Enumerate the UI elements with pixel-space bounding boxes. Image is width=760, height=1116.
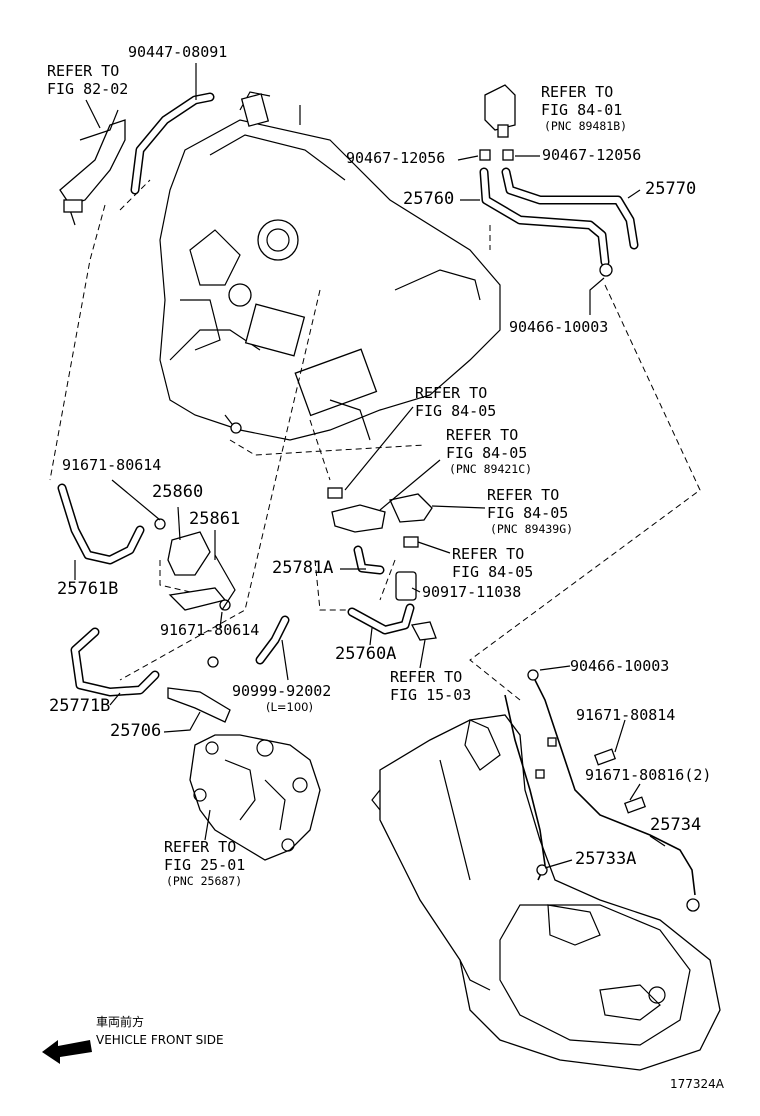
refer-label-fig84-05a-line2: FIG 84-05 [415,402,497,420]
leader-lines [74,63,666,869]
part-label-90466-10003-bottom: 90466-10003 [570,657,670,675]
length-label-l100: (L=100) [266,700,313,714]
part-label-90999-92002: 90999-92002 [232,682,332,700]
refer-label-fig15-03-line1: REFER TO [390,668,463,686]
part-label-90447-08091: 90447-08091 [128,43,228,61]
refer-label-fig84-05c-line2: FIG 84-05 [487,504,569,522]
diagram-id: 177324A [670,1077,725,1091]
part-label-90466-10003-top: 90466-10003 [509,318,609,336]
refer-label-fig84-05b-line1: REFER TO [446,426,519,444]
bracket-25706-drawing [167,656,231,723]
refer-label-fig84-05b-line2: FIG 84-05 [446,444,528,462]
vehicle-front-label: VEHICLE FRONT SIDE [96,1033,224,1047]
part-label-91671-80614-top: 91671-80614 [62,456,162,474]
part-label-25760: 25760 [403,189,455,209]
refer-label-fig84-01-line2: FIG 84-01 [541,101,623,119]
part-label-91671-80816: 91671-80816(2) [585,766,712,784]
vehicle-front-jp-label: 車両前方 [96,1015,145,1029]
hose-90999-drawing [255,615,290,665]
engine-block-drawing [159,91,501,441]
sensor-wires-drawing [504,669,700,912]
pnc-label-89421C: (PNC 89421C) [449,462,533,476]
refer-label-fig84-05c-line1: REFER TO [487,486,560,504]
pnc-label-89439G: (PNC 89439G) [490,522,574,536]
hose-25771B-drawing [70,627,160,697]
hose-25761B-drawing [57,483,145,565]
exhaust-converter-drawing [371,714,721,1071]
refer-label-fig15-03-line2: FIG 15-03 [390,686,472,704]
left-arrow-icon [42,1040,92,1064]
part-label-25706: 25706 [110,721,162,741]
pnc-label-25687: (PNC 25687) [166,874,243,888]
part-label-91671-80814: 91671-80814 [576,706,676,724]
refer-label-fig82-line2: FIG 82-02 [47,80,129,98]
part-label-25734: 25734 [650,815,702,835]
refer-label-fig84-01-line1: REFER TO [541,83,614,101]
vsv-fig84-01-drawing [479,84,516,161]
bracket-fig82-drawing [59,109,126,226]
hoses-25760-25770-drawing [479,167,639,277]
hose-90447-drawing [130,92,215,195]
sensors-fig84-05-drawing [327,487,437,641]
refer-label-fig84-05d-line2: FIG 84-05 [452,563,534,581]
refer-label-fig84-05d-line1: REFER TO [452,545,525,563]
part-label-25760A: 25760A [335,644,397,664]
routing-lines [49,179,701,701]
part-label-90917-11038: 90917-11038 [422,583,522,601]
bracket-fig25-01-drawing [189,734,321,861]
part-label-25733A: 25733A [575,849,637,869]
vsv-25860-drawing [154,518,236,611]
part-label-90467-12056-right: 90467-12056 [542,146,642,164]
refer-label-fig25-01-line2: FIG 25-01 [164,856,246,874]
part-label-25861: 25861 [189,509,241,529]
part-label-91671-80614-bottom: 91671-80614 [160,621,260,639]
part-label-25770: 25770 [645,179,697,199]
pnc-label-89481B: (PNC 89481B) [544,119,628,133]
part-label-25761B: 25761B [57,579,119,599]
part-label-25860: 25860 [152,482,204,502]
refer-label-fig25-01-line1: REFER TO [164,838,237,856]
part-label-90467-12056-left: 90467-12056 [346,149,446,167]
refer-label-fig84-05a-line1: REFER TO [415,384,488,402]
part-label-25781A: 25781A [272,558,334,578]
part-label-25771B: 25771B [49,696,111,716]
refer-label-fig82-line1: REFER TO [47,62,120,80]
